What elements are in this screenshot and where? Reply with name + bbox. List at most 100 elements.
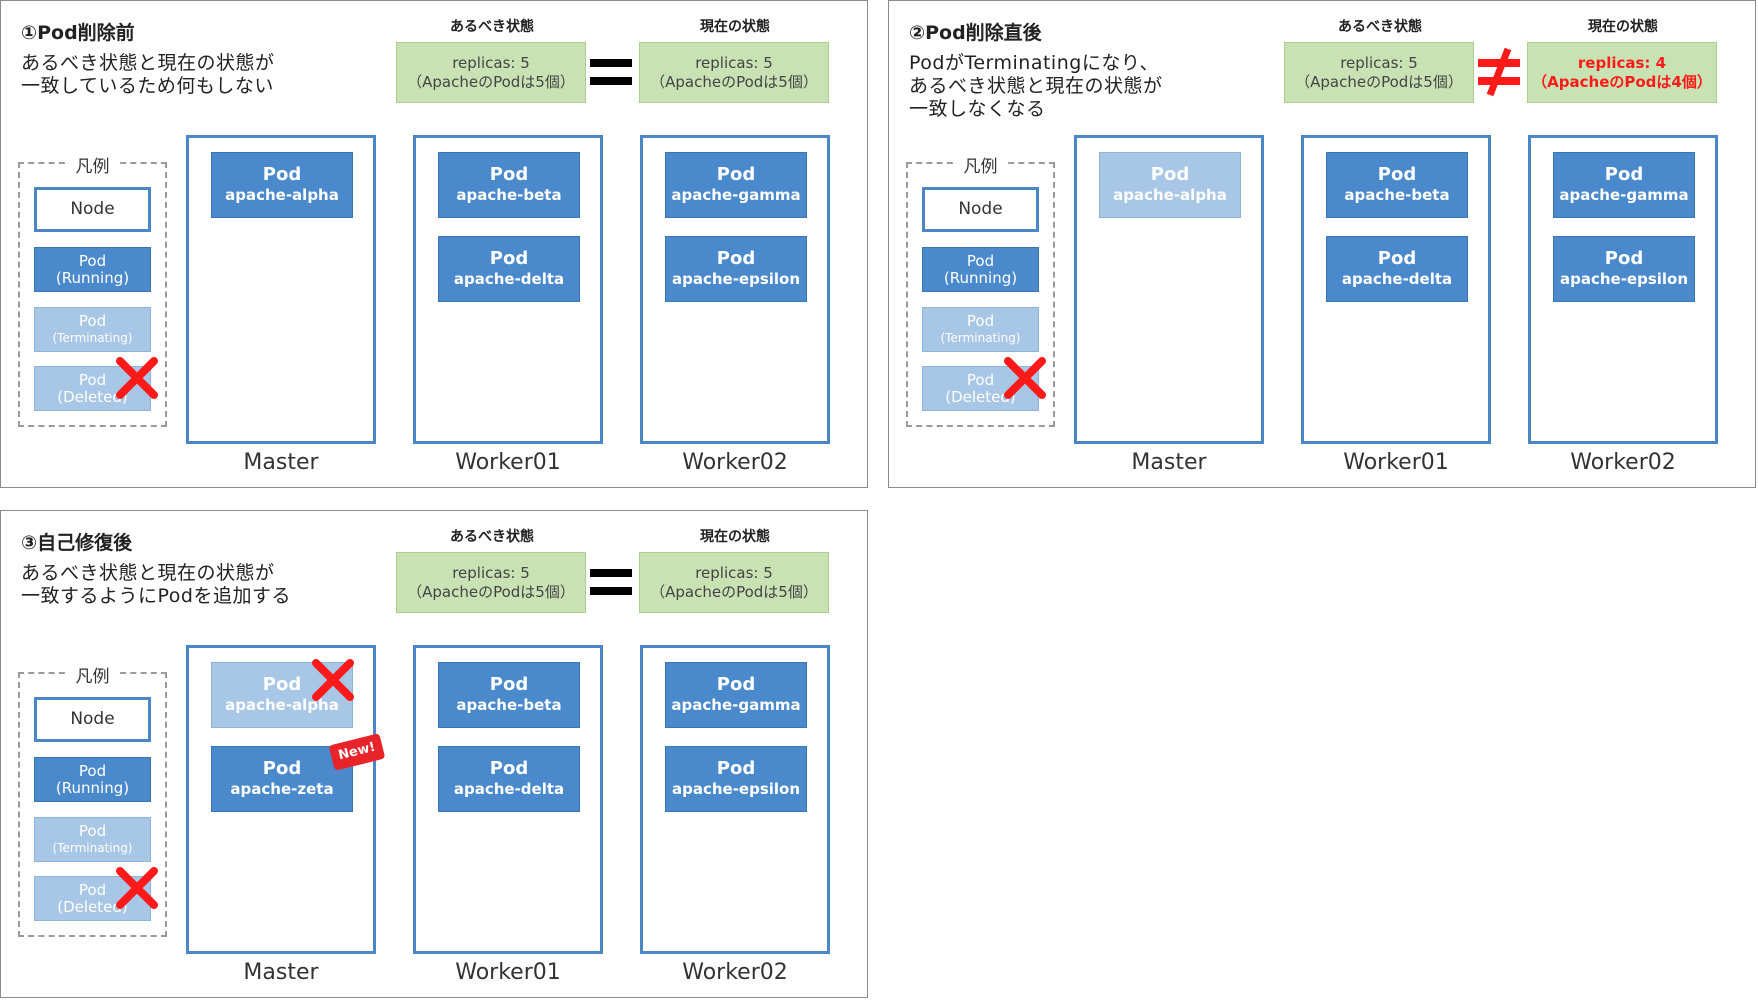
desired-replicas: replicas: 5 — [1340, 53, 1418, 72]
legend-node: Node — [34, 697, 151, 742]
pod-name: apache-epsilon — [671, 780, 801, 798]
desired-state-heading: あるべき状態 — [450, 529, 534, 545]
node-label: Worker02 — [1570, 450, 1676, 475]
panel-description: あるべき状態と現在の状態が 一致するようにPodを追加する — [21, 562, 291, 607]
current-state-box: replicas: 5（ApacheのPodは5個） — [639, 42, 829, 103]
current-replicas: replicas: 5 — [695, 53, 773, 72]
pod-name: apache-delta — [1341, 270, 1453, 288]
legend-running-label: (Running) — [55, 778, 130, 797]
pod-name: apache-beta — [1344, 186, 1450, 204]
node-label: Worker01 — [455, 960, 561, 985]
deleted-x-mark-icon — [115, 356, 159, 404]
current-state-box: replicas: 4（ApacheのPodは4個） — [1527, 42, 1717, 103]
legend-pod-label: Pod — [966, 251, 995, 270]
legend-pod-label: Pod — [78, 761, 107, 780]
legend-pod-running: Pod(Running) — [922, 247, 1039, 292]
node-label: Worker01 — [1343, 450, 1449, 475]
pod-kind-label: Pod — [262, 674, 302, 695]
panel-description: あるべき状態と現在の状態が 一致しているため何もしない — [21, 52, 275, 97]
legend-pod-terminating: Pod(Terminating) — [34, 817, 151, 862]
deleted-x-mark-icon — [1003, 356, 1047, 404]
panel-after-self-healing: ③自己修復後あるべき状態と現在の状態が 一致するようにPodを追加する あるべき状… — [0, 510, 868, 998]
legend-title: 凡例 — [65, 152, 120, 177]
legend-pod-label: Pod — [78, 821, 107, 840]
current-pod-count: （ApacheのPodは5個） — [650, 72, 818, 91]
desired-state-box: replicas: 5（ApacheのPodは5個） — [1284, 42, 1474, 103]
current-state-heading: 現在の状態 — [1588, 19, 1658, 35]
pod-name: apache-gamma — [1559, 186, 1689, 204]
legend-terminating-label: (Terminating) — [940, 330, 1021, 345]
legend-running-label: (Running) — [943, 268, 1018, 287]
legend-deleted-label: (Deleted) — [57, 897, 128, 916]
pod-name: apache-alpha — [1113, 186, 1227, 204]
pod-kind-label: Pod — [1150, 164, 1190, 185]
desired-pod-count: （ApacheのPodは5個） — [1295, 72, 1463, 91]
legend-pod-running: Pod(Running) — [34, 247, 151, 292]
pod-kind-label: Pod — [716, 248, 756, 269]
node-label: Worker02 — [682, 960, 788, 985]
node-label: Master — [1131, 450, 1207, 475]
pod-kind-label: Pod — [716, 164, 756, 185]
current-state-heading: 現在の状態 — [700, 529, 770, 545]
desired-replicas: replicas: 5 — [452, 563, 530, 582]
legend-pod-label: Pod — [78, 370, 107, 389]
pod-name: apache-alpha — [225, 696, 339, 714]
desired-state-heading: あるべき状態 — [1338, 19, 1422, 35]
pod-name: apache-gamma — [671, 696, 801, 714]
equal-sign-icon — [588, 47, 634, 97]
pod-kind-label: Pod — [1604, 164, 1644, 185]
pod-kind-label: Pod — [1377, 164, 1417, 185]
desired-state-box: replicas: 5（ApacheのPodは5個） — [396, 552, 586, 613]
panel-title: ③自己修復後 — [21, 532, 133, 554]
pod-kind-label: Pod — [1604, 248, 1644, 269]
current-replicas: replicas: 4 — [1577, 53, 1667, 72]
legend-running-label: (Running) — [55, 268, 130, 287]
node-label: Master — [243, 450, 319, 475]
legend-node: Node — [922, 187, 1039, 232]
desired-pod-count: （ApacheのPodは5個） — [407, 72, 575, 91]
current-state-box: replicas: 5（ApacheのPodは5個） — [639, 552, 829, 613]
current-replicas: replicas: 5 — [695, 563, 773, 582]
pod-kind-label: Pod — [1377, 248, 1417, 269]
legend-pod-label: Pod — [78, 311, 107, 330]
desired-state-heading: あるべき状態 — [450, 19, 534, 35]
pod-kind-label: Pod — [489, 758, 529, 779]
pod-kind-label: Pod — [716, 674, 756, 695]
legend-pod-label: Pod — [966, 311, 995, 330]
equal-sign-icon — [588, 557, 634, 607]
legend-terminating-label: (Terminating) — [52, 840, 133, 855]
pod-kind-label: Pod — [716, 758, 756, 779]
pod-kind-label: Pod — [489, 248, 529, 269]
legend-pod-terminating: Pod(Terminating) — [34, 307, 151, 352]
desired-state-box: replicas: 5（ApacheのPodは5個） — [396, 42, 586, 103]
pod-name: apache-epsilon — [1559, 270, 1689, 288]
legend-deleted-label: (Deleted) — [57, 387, 128, 406]
legend-title: 凡例 — [65, 662, 120, 687]
deleted-x-mark-icon — [311, 658, 355, 706]
pod-name: apache-gamma — [671, 186, 801, 204]
current-pod-count: （ApacheのPodは4個） — [1532, 72, 1712, 91]
pod-name: apache-alpha — [225, 186, 339, 204]
legend-node-label: Node — [70, 199, 115, 219]
